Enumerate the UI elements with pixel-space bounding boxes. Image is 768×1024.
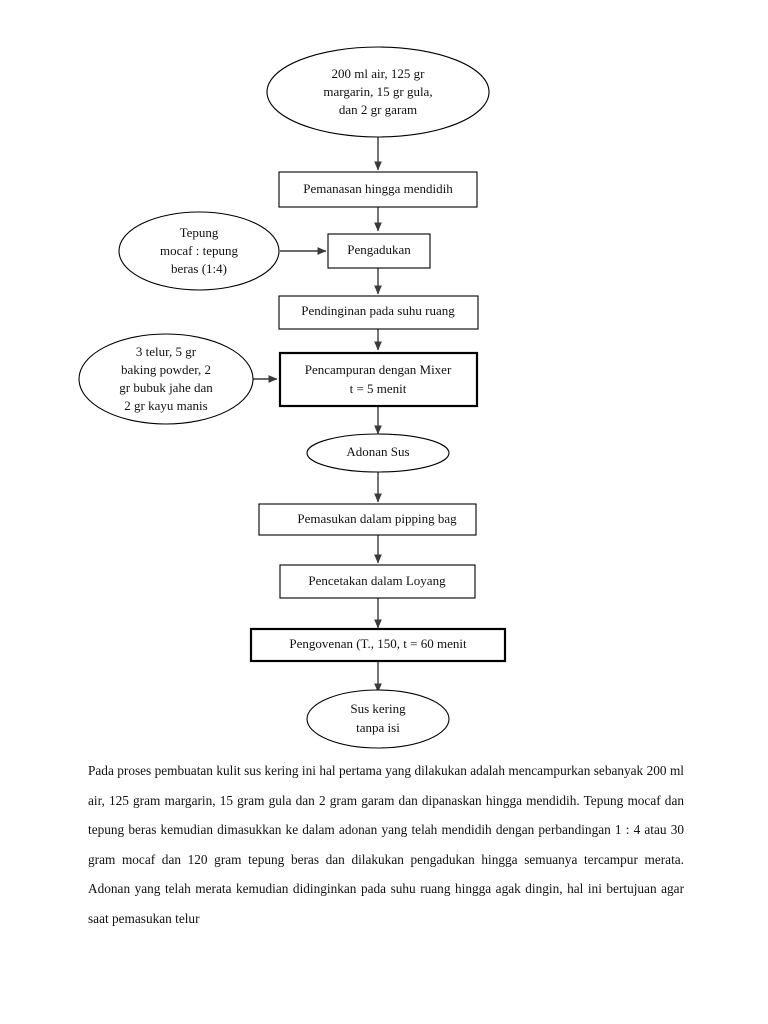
node-pemanasan: Pemanasan hingga mendidih [278, 171, 478, 208]
ellipse-bahan-tambahan [78, 333, 254, 425]
node-tepung-input-line-2: mocaf : tepung [160, 243, 238, 258]
rect-pendinginan [278, 295, 479, 330]
node-bahan-tambahan-line-4: 2 gr kayu manis [124, 398, 207, 413]
node-bahan-awal-line-2: margarin, 15 gr gula, [323, 84, 432, 99]
node-bahan-tambahan-line-2: baking powder, 2 [121, 362, 211, 377]
rect-pengovenan [249, 627, 507, 663]
node-bahan-tambahan-line-1: 3 telur, 5 gr [136, 344, 197, 359]
node-bahan-awal-line-3: dan 2 gr garam [339, 102, 417, 117]
node-pencampuran-mixer: Pencampuran dengan Mixer t = 5 menit [278, 351, 479, 408]
node-tepung-input-line-1: Tepung [180, 225, 219, 240]
node-bahan-tambahan-line-3: gr bubuk jahe dan [119, 380, 213, 395]
node-sus-kering-line-1: Sus kering [350, 701, 406, 716]
node-pencampuran-mixer-line-1: Pencampuran dengan Mixer [305, 362, 452, 377]
rect-pencampuran-mixer [278, 351, 479, 408]
node-pengadukan-label: Pengadukan [347, 242, 411, 257]
node-pemanasan-label: Pemanasan hingga mendidih [303, 181, 453, 196]
node-bahan-tambahan: 3 telur, 5 gr baking powder, 2 gr bubuk … [78, 333, 254, 425]
node-pengadukan: Pengadukan [327, 233, 431, 269]
node-pengovenan-label: Pengovenan (T., 150, t = 60 menit [289, 636, 467, 651]
node-pemasukan-pipping-bag: Pemasukan dalam pipping bag [258, 503, 477, 536]
rect-pengadukan [327, 233, 431, 269]
description-paragraph-container: Pada proses pembuatan kulit sus kering i… [88, 756, 684, 933]
ellipse-tepung-input [118, 211, 280, 291]
node-adonan-sus: Adonan Sus [306, 433, 450, 473]
process-flowchart: 200 ml air, 125 gr margarin, 15 gr gula,… [78, 46, 507, 749]
node-pencetakan-loyang: Pencetakan dalam Loyang [279, 564, 476, 599]
rect-pencetakan-loyang [279, 564, 476, 599]
node-pemasukan-pipping-bag-label: Pemasukan dalam pipping bag [297, 511, 457, 526]
rect-pemanasan [278, 171, 478, 208]
node-bahan-awal: 200 ml air, 125 gr margarin, 15 gr gula,… [266, 46, 490, 138]
ellipse-adonan-sus [306, 433, 450, 473]
node-pendinginan-label: Pendinginan pada suhu ruang [301, 303, 455, 318]
rect-pemasukan-pipping-bag [258, 503, 477, 536]
node-pencetakan-loyang-label: Pencetakan dalam Loyang [308, 573, 446, 588]
node-adonan-sus-label: Adonan Sus [346, 444, 409, 459]
ellipse-bahan-awal [266, 46, 490, 138]
node-pendinginan: Pendinginan pada suhu ruang [278, 295, 479, 330]
node-pengovenan: Pengovenan (T., 150, t = 60 menit [249, 627, 507, 663]
node-sus-kering: Sus kering tanpa isi [306, 689, 450, 749]
ellipse-sus-kering [306, 689, 450, 749]
node-tepung-input: Tepung mocaf : tepung beras (1:4) [118, 211, 280, 291]
node-tepung-input-line-3: beras (1:4) [171, 261, 227, 276]
description-paragraph: Pada proses pembuatan kulit sus kering i… [88, 763, 684, 926]
node-bahan-awal-line-1: 200 ml air, 125 gr [332, 66, 426, 81]
node-pencampuran-mixer-line-2: t = 5 menit [350, 381, 407, 396]
node-sus-kering-line-2: tanpa isi [356, 720, 400, 735]
